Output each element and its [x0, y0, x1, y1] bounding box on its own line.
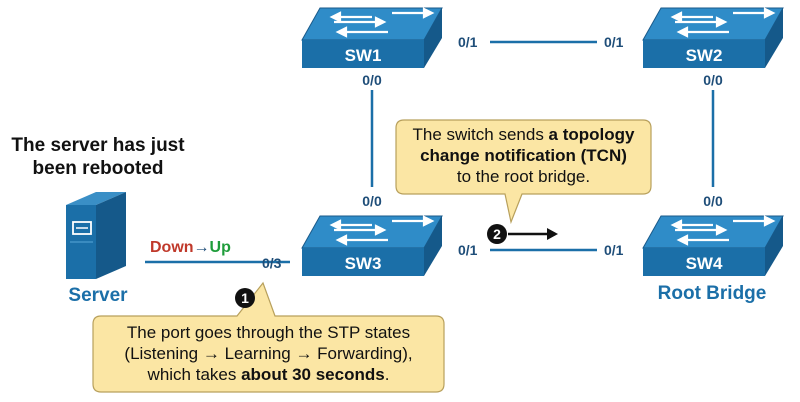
- server-icon: [66, 192, 126, 279]
- server-rebooted-heading: The server has just been rebooted: [0, 134, 196, 180]
- callout-tcn-bubble: [395, 119, 652, 225]
- switch-sw1: SW1: [301, 7, 443, 68]
- switch-arrows-icon: [670, 215, 776, 246]
- callout-stp-bubble: [92, 281, 445, 393]
- switch-arrows-icon: [329, 215, 435, 246]
- stp-text-post-3: .: [384, 365, 390, 384]
- switch-arrows-icon: [329, 7, 435, 38]
- switch-arrows-icon: [670, 7, 776, 38]
- callout-tcn-text: The switch sends a topology change notif…: [396, 124, 651, 187]
- status-down: Down: [150, 239, 194, 256]
- tcn-arrowhead-icon: [547, 228, 558, 240]
- port-sw4-left: 0/1: [604, 242, 624, 258]
- sw1-label: SW1: [345, 46, 382, 65]
- heading-line-2: been rebooted: [32, 158, 164, 179]
- sw2-label: SW2: [686, 46, 723, 65]
- stp-text-line-2: (Listening → Learning → Forwarding),: [124, 344, 413, 363]
- port-sw2-left: 0/1: [604, 34, 624, 50]
- tcn-text-bold-1: a topology: [548, 125, 635, 144]
- port-sw2-bottom: 0/0: [703, 72, 723, 88]
- port-sw1-right: 0/1: [458, 34, 478, 50]
- port-sw3-right: 0/1: [458, 242, 478, 258]
- stp-text-bold-3: about 30 seconds: [241, 365, 385, 384]
- port-sw1-bottom: 0/0: [362, 72, 382, 88]
- step-2-number: 2: [493, 226, 501, 242]
- switch-sw2: SW2: [642, 7, 784, 68]
- port-sw3-top: 0/0: [362, 193, 382, 209]
- switch-sw3: SW3: [301, 215, 443, 276]
- port-sw4-top: 0/0: [703, 193, 723, 209]
- step-1-marker: [235, 288, 255, 308]
- tcn-text-pre: The switch sends: [412, 125, 549, 144]
- sw4-label: SW4: [686, 254, 723, 273]
- step-2-marker: [487, 224, 507, 244]
- sw3-label: SW3: [345, 254, 382, 273]
- status-up: Up: [209, 239, 231, 256]
- port-status: Down→Up: [150, 239, 231, 257]
- callout-stp-text: The port goes through the STP states (Li…: [93, 322, 444, 385]
- stp-text-line-1: The port goes through the STP states: [126, 323, 411, 342]
- tcn-text-bold-2: change notification (TCN): [420, 146, 627, 165]
- switch-sw4: SW4: [642, 215, 784, 276]
- server-label: Server: [68, 285, 128, 306]
- status-arrow-icon: →: [193, 239, 210, 256]
- tcn-text-post: to the root bridge.: [456, 167, 591, 186]
- stp-text-pre-3: which takes: [147, 365, 242, 384]
- port-sw3-server: 0/3: [262, 255, 282, 271]
- step-1-number: 1: [241, 290, 249, 306]
- heading-line-1: The server has just: [11, 135, 185, 156]
- root-bridge-label: Root Bridge: [658, 283, 767, 304]
